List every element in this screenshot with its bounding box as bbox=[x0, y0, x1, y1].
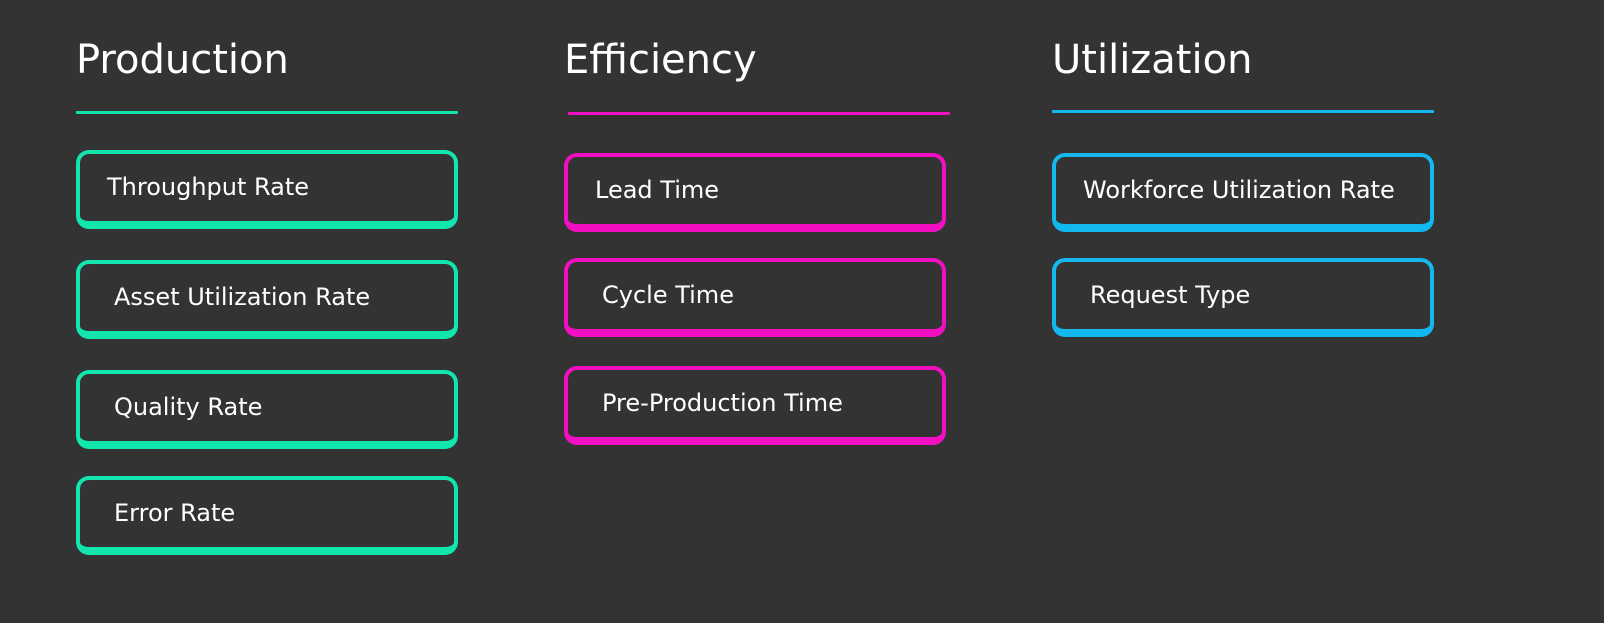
metric-card-throughput-rate[interactable]: Throughput Rate bbox=[76, 150, 458, 229]
metric-card-label: Pre-Production Time bbox=[602, 389, 843, 417]
metric-card-label: Lead Time bbox=[595, 176, 720, 204]
production-divider bbox=[76, 111, 458, 114]
utilization-heading: Utilization bbox=[1052, 37, 1253, 83]
efficiency-heading: Efficiency bbox=[564, 37, 757, 83]
metric-card-label: Asset Utilization Rate bbox=[114, 283, 371, 311]
metric-card-workforce-utilization-rate[interactable]: Workforce Utilization Rate bbox=[1052, 153, 1434, 232]
metric-card-request-type[interactable]: Request Type bbox=[1052, 258, 1434, 337]
metric-card-label: Throughput Rate bbox=[107, 173, 310, 201]
metric-card-cycle-time[interactable]: Cycle Time bbox=[564, 258, 946, 337]
metric-card-label: Quality Rate bbox=[114, 393, 263, 421]
metric-card-asset-utilization-rate[interactable]: Asset Utilization Rate bbox=[76, 260, 458, 339]
metric-card-label: Error Rate bbox=[114, 499, 236, 527]
metric-card-error-rate[interactable]: Error Rate bbox=[76, 476, 458, 555]
metric-card-label: Request Type bbox=[1090, 281, 1251, 309]
metric-card-label: Workforce Utilization Rate bbox=[1083, 176, 1395, 204]
production-heading: Production bbox=[76, 37, 289, 83]
utilization-divider bbox=[1052, 110, 1434, 113]
metric-card-lead-time[interactable]: Lead Time bbox=[564, 153, 946, 232]
metric-card-pre-production-time[interactable]: Pre-Production Time bbox=[564, 366, 946, 445]
metric-card-label: Cycle Time bbox=[602, 281, 734, 309]
efficiency-divider bbox=[568, 112, 950, 115]
metric-card-quality-rate[interactable]: Quality Rate bbox=[76, 370, 458, 449]
